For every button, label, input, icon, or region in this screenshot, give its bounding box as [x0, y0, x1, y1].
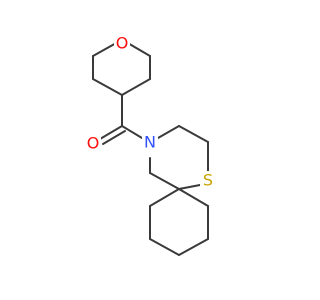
oxane-ring: [92, 41, 151, 96]
ring-oxygen-label: O: [116, 34, 129, 53]
atom-ring-oxygen: O: [114, 34, 130, 53]
carbonyl-double-bond: [99, 125, 126, 145]
bond-cy5-spiro: [178, 188, 209, 207]
amide-nitrogen-label: N: [144, 133, 156, 152]
bond-co-line-2: [102, 130, 126, 145]
bond-o-c2: [92, 41, 119, 57]
bond-spiro-cy1: [149, 188, 180, 207]
atom-carbonyl-oxygen: O: [85, 134, 101, 153]
bond-c3-c4: [92, 78, 123, 96]
bond-n-ch2a: [157, 125, 180, 139]
bond-ch2a-ch2b: [178, 125, 209, 143]
bond-c4-c5: [121, 78, 151, 96]
carbonyl-oxygen-label: O: [87, 134, 100, 153]
bond-co-line-1: [99, 125, 123, 140]
atom-amide-nitrogen: N: [142, 133, 158, 152]
bond-cy2-cy3: [149, 238, 180, 256]
bond-carbonyl-n: [121, 125, 143, 139]
molecule-structure: O O N S: [85, 33, 216, 256]
bond-s-spiro: [178, 184, 201, 190]
thioether-sulfur-label: S: [203, 171, 213, 190]
bond-spiro-ch2c: [149, 172, 180, 190]
cyclohexane-ring: [149, 188, 209, 256]
bond-cy3-cy4: [178, 238, 209, 256]
thiomorpholine-ring: [149, 125, 209, 190]
atom-thioether-sulfur: S: [200, 171, 216, 190]
